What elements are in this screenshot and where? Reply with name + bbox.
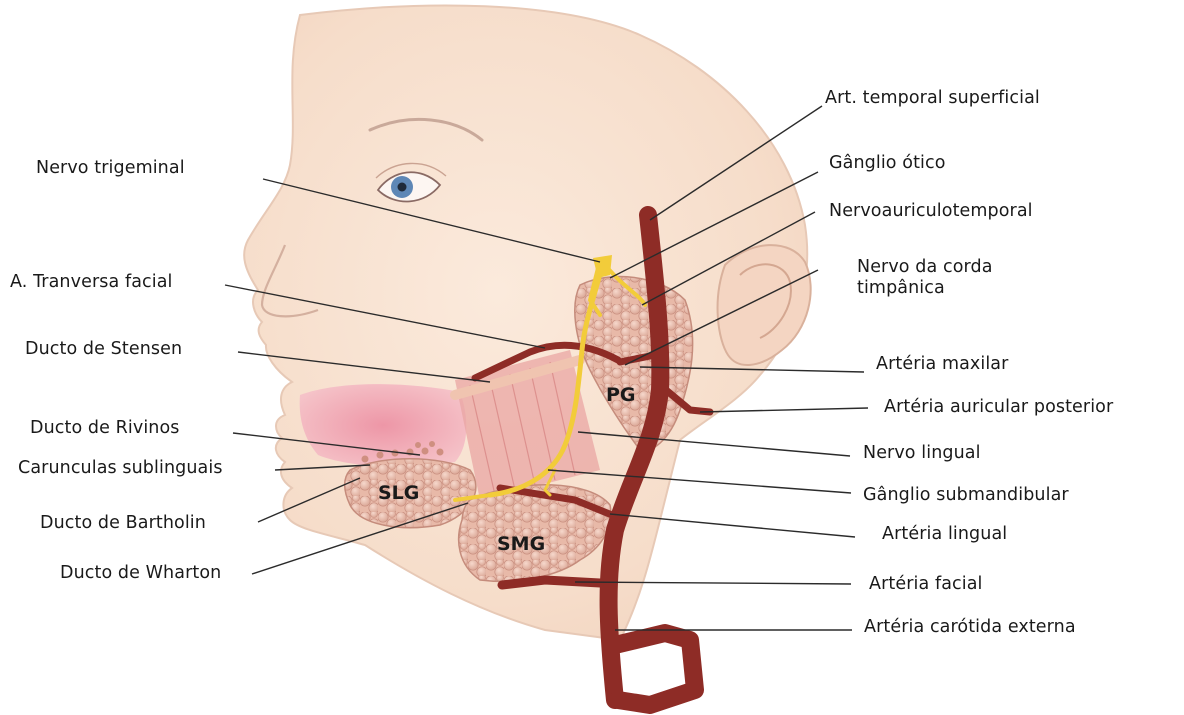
label-art-temporal-superficial: Art. temporal superficial xyxy=(825,88,1040,109)
label-arteria-carotida-externa: Artéria carótida externa xyxy=(864,617,1076,638)
label-ducto-bartholin: Ducto de Bartholin xyxy=(40,513,206,534)
label-ducto-rivinos: Ducto de Rivinos xyxy=(30,418,180,439)
label-nervo-lingual: Nervo lingual xyxy=(863,443,981,464)
label-arteria-facial: Artéria facial xyxy=(869,574,983,595)
label-ducto-stensen: Ducto de Stensen xyxy=(25,339,182,360)
label-ganglio-submandibular: Gânglio submandibular xyxy=(863,485,1069,506)
label-ducto-wharton: Ducto de Wharton xyxy=(60,563,221,584)
label-nervo-trigeminal: Nervo trigeminal xyxy=(36,158,185,179)
slg-label: SLG xyxy=(378,482,419,504)
label-nervo-corda-timpanica: Nervo da corda timpânica xyxy=(857,257,993,298)
smg-label: SMG xyxy=(497,533,545,555)
pupil xyxy=(398,183,407,192)
label-arteria-maxilar: Artéria maxilar xyxy=(876,354,1008,375)
label-arteria-auricular-posterior: Artéria auricular posterior xyxy=(884,397,1113,418)
label-arteria-lingual: Artéria lingual xyxy=(882,524,1007,545)
pg-label: PG xyxy=(606,384,636,406)
label-nervoauriculotemporal: Nervoauriculotemporal xyxy=(829,201,1033,222)
label-ganglio-otico: Gânglio ótico xyxy=(829,153,946,174)
label-a-transversa-facial: A. Tranversa facial xyxy=(10,272,173,293)
label-carunculas-sublinguais: Carunculas sublinguais xyxy=(18,458,223,479)
ear xyxy=(718,245,811,365)
leader-arteria-auricular-posterior xyxy=(700,408,868,412)
